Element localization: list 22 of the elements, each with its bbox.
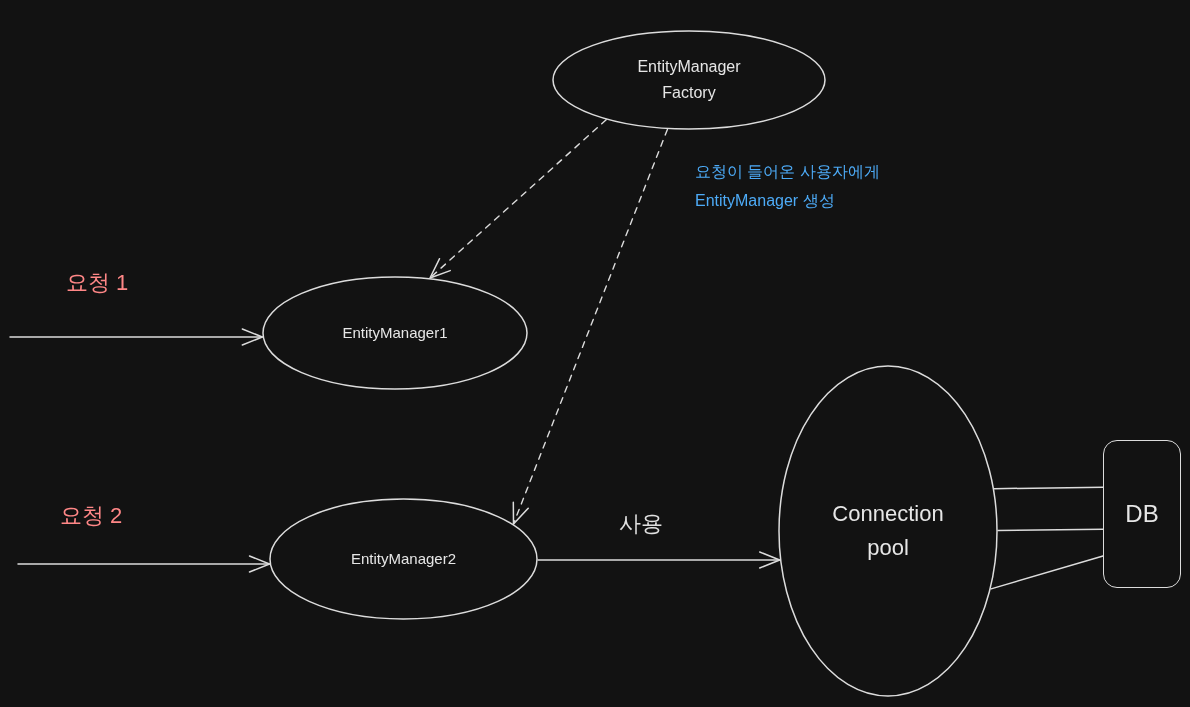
ellipse-node <box>262 276 528 390</box>
rounded-box-node <box>1103 440 1181 588</box>
note-text: 요청이 들어온 사용자에게 EntityManager 생성 <box>695 162 881 211</box>
ellipse-node <box>269 498 538 620</box>
node-label: EntityManager1 <box>342 322 448 343</box>
dashed-arrow <box>512 128 669 525</box>
edge-label: 사용 <box>619 510 663 538</box>
node-label: EntityManager2 <box>350 548 457 569</box>
node-label: EntityManager Factory <box>636 57 742 103</box>
node-label: DB <box>1125 499 1159 529</box>
node-label: Connection pool <box>831 500 945 562</box>
arrow <box>537 551 781 569</box>
edge-label: 요청 2 <box>60 502 123 530</box>
connector-line <box>993 486 1104 490</box>
ellipse-node <box>552 30 826 130</box>
arrow <box>17 555 271 573</box>
connector-line <box>997 528 1104 532</box>
edge-label: 요청 1 <box>66 269 129 297</box>
dashed-arrow <box>429 119 607 279</box>
connector-line <box>990 555 1104 590</box>
ellipse-node <box>778 365 998 697</box>
arrow <box>9 328 264 346</box>
